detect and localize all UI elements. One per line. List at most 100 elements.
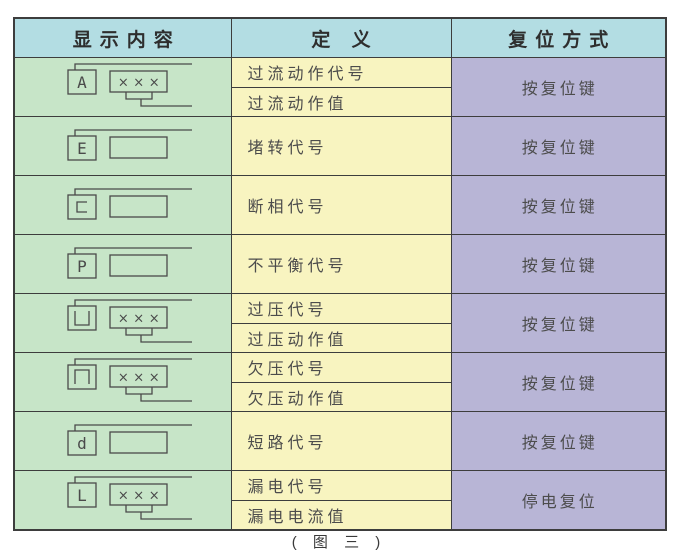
reset-method-cell: 按复位键 xyxy=(450,116,667,176)
value-box xyxy=(109,136,168,159)
definition-text: 过流动作值 xyxy=(247,95,348,113)
callout-line-icon xyxy=(74,247,192,254)
display-content-cell: E xyxy=(13,116,232,176)
definition-text: 堵转代号 xyxy=(247,140,328,157)
definition-text: 漏电代号 xyxy=(231,471,451,501)
value-placeholder-text: ××× xyxy=(118,489,164,504)
square-cup-glyph-icon xyxy=(74,311,90,326)
definition-text: 断相代号 xyxy=(247,199,328,216)
display-code-letter: L xyxy=(77,486,87,505)
reset-method-cell: 按复位键 xyxy=(450,293,667,353)
figure-caption: ( 图 三 ) xyxy=(291,534,387,551)
definition-text: 过压代号 xyxy=(231,294,451,324)
value-box xyxy=(109,306,168,329)
definition-text: 不平衡代号 xyxy=(247,258,348,275)
definition-cell: 欠压代号欠压动作值 xyxy=(230,352,452,412)
definition-text: 欠压动作值 xyxy=(247,390,348,408)
display-code-icon xyxy=(67,188,192,220)
value-box xyxy=(109,70,168,93)
table-row: L×××漏电代号漏电电流值停电复位 xyxy=(13,470,667,531)
definition-cell: 不平衡代号 xyxy=(230,234,452,294)
reset-method-cell: 按复位键 xyxy=(450,234,667,294)
reset-method-cell: 按复位键 xyxy=(450,57,667,117)
definition-wrap: 不平衡代号 xyxy=(232,235,451,293)
display-content-cell: P xyxy=(13,234,232,294)
header-reset-method: 复位方式 xyxy=(450,17,667,58)
table-row: E 堵转代号 按复位键 xyxy=(13,116,667,176)
value-box xyxy=(109,483,168,506)
display-content-cell: ××× xyxy=(13,293,232,353)
reset-method-cell: 按复位键 xyxy=(450,352,667,412)
value-box xyxy=(109,254,168,277)
display-code-letter: A xyxy=(77,73,87,92)
display-code-icon: ××× xyxy=(67,358,192,402)
display-code-icon: L ××× xyxy=(67,476,192,520)
display-code-letter: P xyxy=(77,257,87,276)
definition-text: 过流动作代号 xyxy=(231,58,451,88)
code-letter-box xyxy=(67,430,97,456)
table-row: ××× 欠压代号欠压动作值按复位键 xyxy=(13,352,667,412)
value-bracket-icon xyxy=(125,92,192,107)
definition-text: 过压动作值 xyxy=(247,331,348,349)
display-content-cell: d xyxy=(13,411,232,471)
reset-method-cell: 停电复位 xyxy=(450,470,667,531)
definition-wrap: 欠压代号欠压动作值 xyxy=(231,353,451,411)
header-definition: 定 义 xyxy=(230,17,452,58)
display-code-icon: A ××× xyxy=(67,63,192,107)
table-header-row: 显示内容 定 义 复位方式 xyxy=(13,17,667,58)
callout-line-icon xyxy=(74,63,192,70)
square-c-glyph-icon xyxy=(76,201,87,213)
definition-wrap: 过流动作代号过流动作值 xyxy=(231,58,451,116)
definition-cell: 短路代号 xyxy=(230,411,452,471)
definition-cell: 断相代号 xyxy=(230,175,452,235)
definition-cell: 漏电代号漏电电流值 xyxy=(230,470,452,531)
definition-text: 短路代号 xyxy=(247,435,328,452)
callout-line-icon xyxy=(74,129,192,136)
display-content-cell xyxy=(13,175,232,235)
value-box xyxy=(109,195,168,218)
definition-text: 漏电电流值 xyxy=(247,508,348,526)
square-cap-glyph-icon xyxy=(74,369,90,384)
table-row: 断相代号 按复位键 xyxy=(13,175,667,235)
display-content-cell: A ××× xyxy=(13,57,232,117)
table-row: ×××过压代号过压动作值按复位键 xyxy=(13,293,667,353)
callout-line-icon xyxy=(74,358,192,365)
display-code-letter: d xyxy=(77,434,87,453)
code-letter-box xyxy=(67,364,97,390)
value-bracket-icon xyxy=(125,328,192,343)
definition-wrap: 过压代号过压动作值 xyxy=(231,294,451,352)
value-box xyxy=(109,365,168,388)
definition-wrap: 短路代号 xyxy=(232,412,451,470)
display-code-icon: ××× xyxy=(67,299,192,343)
value-placeholder-text: ××× xyxy=(118,371,164,386)
code-letter-box xyxy=(67,305,97,331)
display-code-icon: E xyxy=(67,129,192,161)
table-row: P 不平衡代号 按复位键 xyxy=(13,234,667,294)
display-content-cell: L ××× xyxy=(13,470,232,531)
value-placeholder-text: ××× xyxy=(118,312,164,327)
definition-wrap: 堵转代号 xyxy=(232,117,451,175)
table-row: d 短路代号 按复位键 xyxy=(13,411,667,471)
definition-cell: 过压代号过压动作值 xyxy=(230,293,452,353)
display-content-cell: ××× xyxy=(13,352,232,412)
code-letter-box xyxy=(67,69,97,95)
value-placeholder-text: ××× xyxy=(118,76,164,91)
callout-line-icon xyxy=(74,476,192,483)
code-letter-box xyxy=(67,253,97,279)
reset-method-cell: 按复位键 xyxy=(450,411,667,471)
value-bracket-icon xyxy=(125,505,192,520)
table-row: A×××过流动作代号过流动作值按复位键 xyxy=(13,57,667,117)
code-letter-box xyxy=(67,135,97,161)
display-code-icon: d xyxy=(67,424,192,456)
definition-cell: 过流动作代号过流动作值 xyxy=(230,57,452,117)
value-box xyxy=(109,431,168,454)
display-code-letter: E xyxy=(77,139,87,158)
code-letter-box xyxy=(67,194,97,220)
callout-line-icon xyxy=(74,299,192,306)
callout-line-icon xyxy=(74,188,192,195)
reset-method-cell: 按复位键 xyxy=(450,175,667,235)
code-letter-box xyxy=(67,482,97,508)
display-code-icon: P xyxy=(67,247,192,279)
